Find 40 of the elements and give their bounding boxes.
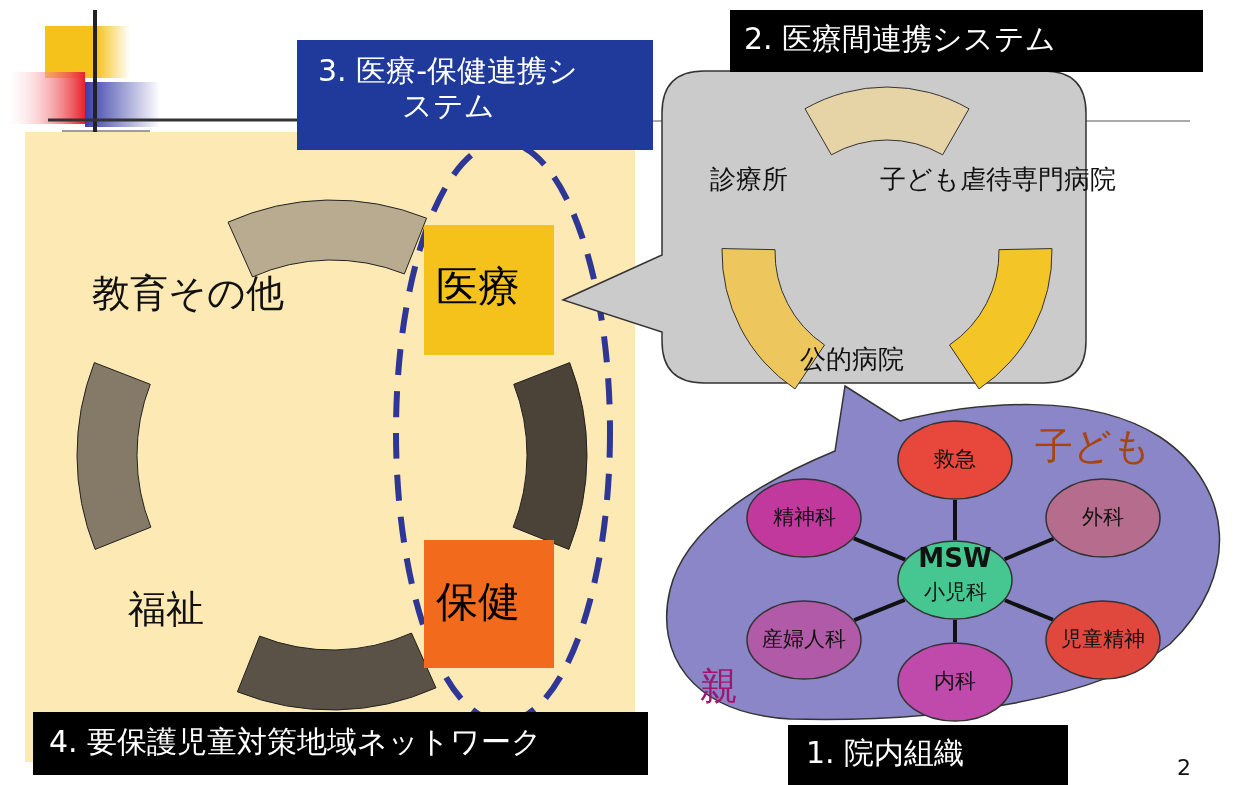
department-ellipse bbox=[897, 642, 1013, 722]
title-box bbox=[788, 725, 1068, 785]
label-text: 小児科 bbox=[923, 580, 987, 605]
title-box bbox=[730, 10, 1203, 72]
label-text: 教育その他 bbox=[92, 272, 284, 316]
department-ellipse bbox=[746, 478, 862, 558]
label-text: 親 bbox=[700, 665, 738, 709]
label-text: 産婦人科 bbox=[762, 627, 846, 652]
connector-line bbox=[853, 536, 906, 562]
connector-line bbox=[853, 598, 906, 622]
department-ellipse bbox=[897, 420, 1013, 500]
department-ellipse bbox=[897, 540, 1013, 620]
label-text: 公的病院 bbox=[800, 345, 904, 375]
connector-line bbox=[953, 500, 957, 540]
label-text: 救急 bbox=[934, 447, 976, 472]
title-box bbox=[297, 40, 653, 150]
department-ellipse bbox=[1045, 478, 1161, 558]
category-box bbox=[424, 225, 554, 355]
label-text: 外科 bbox=[1082, 505, 1124, 530]
label-text: 児童精神 bbox=[1061, 627, 1145, 652]
label-text: 子ども bbox=[1035, 425, 1151, 469]
title-box bbox=[33, 712, 648, 775]
department-ellipse bbox=[746, 600, 862, 680]
label-text: 1. 院内組織 bbox=[806, 736, 965, 771]
connector-line bbox=[1004, 598, 1054, 622]
label-text: 2. 医療間連携システム bbox=[744, 22, 1057, 57]
label-text: 内科 bbox=[934, 669, 976, 694]
category-box bbox=[424, 540, 554, 668]
label-text: 保健 bbox=[436, 578, 520, 627]
label-text: 福祉 bbox=[128, 588, 204, 632]
department-ellipse bbox=[1045, 600, 1161, 680]
page-number: 2 bbox=[1177, 755, 1191, 781]
label-text: MSW bbox=[918, 544, 992, 574]
label-text: 3. 医療-保健連携システム bbox=[317, 54, 579, 123]
label-text: 4. 要保護児童対策地域ネットワーク bbox=[49, 725, 543, 760]
label-text: 精神科 bbox=[772, 505, 836, 530]
connector-line bbox=[953, 620, 957, 642]
label-text: 診療所 bbox=[710, 165, 788, 195]
connector-line bbox=[1003, 536, 1055, 562]
label-text: 医療 bbox=[436, 263, 520, 312]
